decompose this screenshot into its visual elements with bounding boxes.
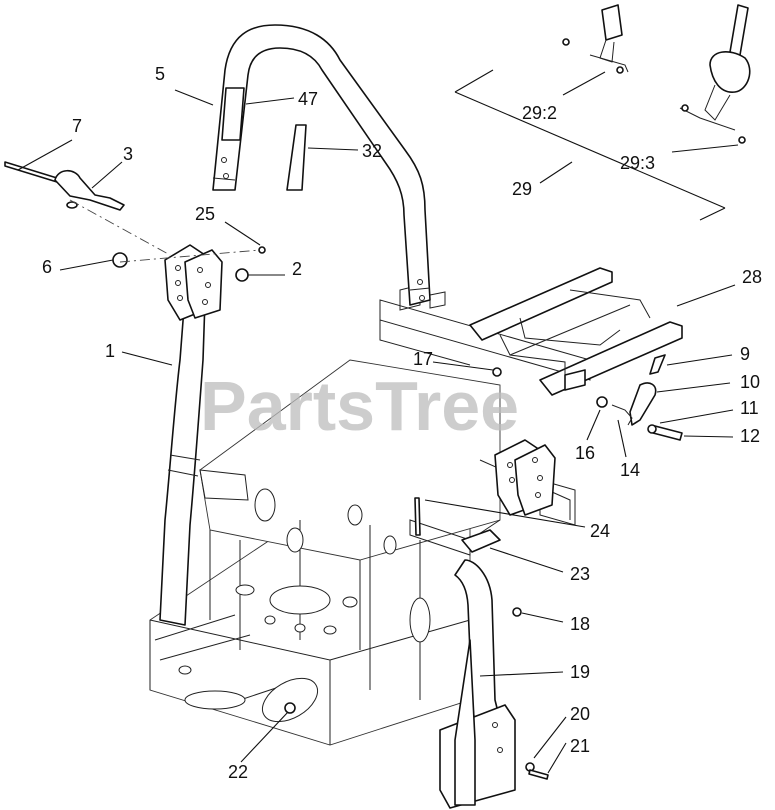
callout-22: 22 [228,762,248,782]
callout-12: 12 [740,426,760,446]
callout-24: 24 [590,521,610,541]
centerline-left [69,199,171,256]
bracket-23 [461,529,501,553]
seat-latch-assembly [596,354,683,441]
callout-1: 1 [105,341,115,361]
centerline-bolt [119,249,261,263]
callout-17: 17 [413,349,433,369]
callout-29-3: 29:3 [620,153,655,173]
callout-5: 5 [155,64,165,84]
decal-32 [286,124,307,191]
callout-20: 20 [570,704,590,724]
watermark-text: PartsTree [200,367,519,445]
callout-6: 6 [42,257,52,277]
callout-25: 25 [195,204,215,224]
callout-28: 28 [742,267,762,287]
callout-29-2: 29:2 [522,103,557,123]
decal-47 [221,87,245,141]
callout-labels: 5 47 32 7 3 25 6 2 1 29:2 29:3 29 28 17 … [42,64,762,782]
callout-32: 32 [362,141,382,161]
right-rollbar-tube [439,559,516,809]
callout-29: 29 [512,179,532,199]
callout-19: 19 [570,662,590,682]
callout-21: 21 [570,736,590,756]
leader-lines [17,69,739,774]
seat-plate [469,267,683,396]
chassis-frame [149,284,591,746]
callout-2: 2 [292,259,302,279]
callout-47: 47 [298,89,318,109]
callout-14: 14 [620,460,640,480]
callout-9: 9 [740,344,750,364]
seat-belt-buckle [562,4,629,74]
right-pivot-bracket [494,439,556,516]
seat-belt-retractor [679,4,751,144]
left-rollbar-tube [159,294,249,626]
callout-11: 11 [740,398,759,418]
callout-23: 23 [570,564,590,584]
left-pivot-bracket [164,244,223,321]
callout-10: 10 [740,372,760,392]
callout-18: 18 [570,614,590,634]
callout-16: 16 [575,443,595,463]
callout-3: 3 [123,144,133,164]
callout-7: 7 [72,116,82,136]
upper-rollbar-hoop [212,24,431,306]
